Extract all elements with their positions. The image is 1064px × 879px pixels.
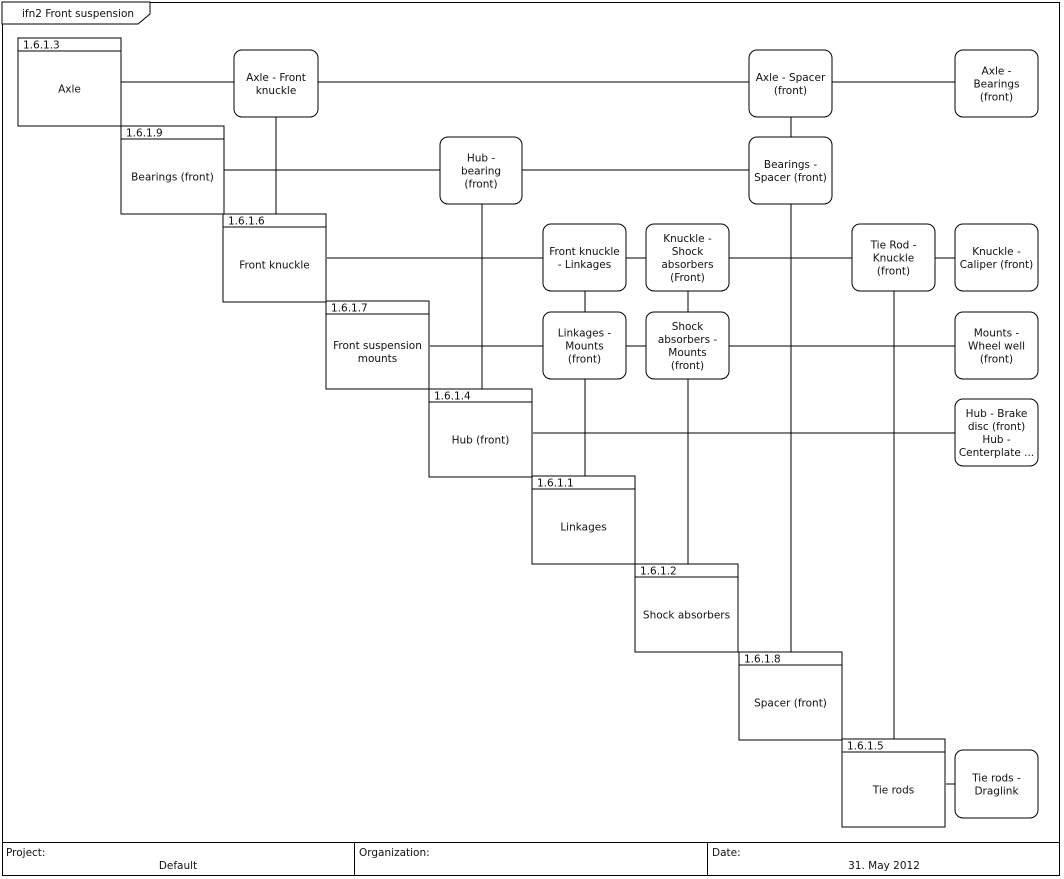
interface-label: Front knuckle [549, 246, 620, 258]
interface-label: Mounts [668, 347, 706, 359]
footer-date: Date: 31. May 2012 [708, 843, 1060, 876]
interface-label: Caliper (front) [960, 259, 1034, 271]
node-label: mounts [358, 353, 398, 365]
interface-label: Spacer (front) [754, 172, 827, 184]
interface-label: Draglink [974, 786, 1019, 798]
node-label: Front knuckle [239, 260, 310, 272]
footer-organization: Organization: [355, 843, 708, 876]
interface-label: absorbers [661, 259, 713, 271]
node-code: 1.6.1.3 [23, 40, 60, 52]
interface-label: Knuckle - [663, 233, 712, 245]
interface-label: (front) [464, 179, 497, 191]
interface-label: Hub - [982, 434, 1011, 446]
interface-label: - Linkages [558, 259, 611, 271]
interface-label: (front) [980, 354, 1013, 366]
interface-node-tierods_draglink[interactable]: Tie rods -Draglink [954, 749, 1039, 819]
interface-label: Mounts [565, 341, 603, 353]
interface-label: absorbers - [658, 334, 718, 346]
project-key: Project: [6, 847, 46, 859]
date-value: 31. May 2012 [848, 860, 920, 872]
interface-node-bearings_spacer[interactable]: Bearings -Spacer (front) [748, 136, 833, 205]
interface-label: (front) [774, 85, 807, 97]
interface-label: Axle - [982, 66, 1012, 78]
interface-label: Tie rods - [971, 773, 1021, 785]
interface-label: knuckle [256, 85, 297, 97]
interface-label: Bearings [973, 79, 1019, 91]
node-label: Linkages [560, 522, 606, 534]
date-key: Date: [712, 847, 741, 859]
diagram-title-tab: ifn2 Front suspension [1, 1, 151, 25]
node-label: Bearings (front) [131, 172, 214, 184]
interface-label: Axle - Spacer [756, 72, 826, 84]
node-label: Hub (front) [452, 435, 510, 447]
interface-node-knuckle_linkages[interactable]: Front knuckle- Linkages [542, 223, 627, 292]
interface-node-tierod_knuckle[interactable]: Tie Rod -Knuckle(front) [851, 223, 936, 292]
interface-label: Shock [672, 246, 705, 258]
interface-node-axle_bearings[interactable]: Axle -Bearings(front) [954, 49, 1039, 118]
interface-label: Linkages - [558, 328, 612, 340]
node-code: 1.6.1.7 [331, 303, 368, 315]
footer-project: Project: Default [2, 843, 355, 876]
node-label: Front suspension [333, 340, 422, 352]
interface-node-linkages_mounts[interactable]: Linkages -Mounts(front) [542, 311, 627, 380]
node-code: 1.6.1.6 [228, 216, 265, 228]
node-label: Tie rods [872, 785, 914, 797]
node-label: Shock absorbers [643, 610, 730, 622]
organization-key: Organization: [359, 847, 430, 859]
interface-label: bearing [461, 166, 501, 178]
node-label: Axle [58, 84, 81, 96]
node-code: 1.6.1.1 [537, 478, 574, 490]
interface-label: Hub - Brake [966, 408, 1028, 420]
interface-label: Tie Rod - [870, 240, 917, 252]
interface-node-hub_bearing[interactable]: Hub -bearing(front) [439, 136, 523, 205]
node-code: 1.6.1.4 [434, 391, 471, 403]
connector-lines [121, 81, 955, 785]
interface-label: Hub - [467, 153, 496, 165]
interface-node-axle_spacer[interactable]: Axle - Spacer(front) [748, 49, 833, 118]
interface-label: Wheel well [968, 341, 1025, 353]
node-code: 1.6.1.5 [847, 741, 884, 753]
interface-label: (Front) [670, 272, 705, 284]
footer-bar: Project: Default Organization: Date: 31.… [2, 842, 1060, 876]
node-code: 1.6.1.2 [640, 566, 677, 578]
interface-label: Bearings - [764, 159, 817, 171]
interface-label: disc (front) [968, 421, 1025, 433]
interface-label: Knuckle [873, 253, 914, 265]
interface-node-knuckle_caliper[interactable]: Knuckle -Caliper (front) [954, 223, 1039, 292]
interface-label: (front) [877, 266, 910, 278]
interface-label: Mounts - [974, 328, 1020, 340]
diagram-title: ifn2 Front suspension [22, 8, 134, 20]
interface-label: Axle - Front [246, 72, 306, 84]
node-code: 1.6.1.9 [126, 128, 163, 140]
interface-label: Centerplate ... [959, 447, 1034, 459]
interface-label: (front) [568, 354, 601, 366]
project-value: Default [158, 860, 198, 872]
node-code: 1.6.1.8 [744, 654, 781, 666]
interface-label: (front) [980, 92, 1013, 104]
interface-label: (front) [671, 360, 704, 372]
interface-node-mounts_wheelwell[interactable]: Mounts -Wheel well(front) [954, 311, 1039, 380]
node-label: Spacer (front) [754, 698, 827, 710]
interface-label: Shock [672, 321, 705, 333]
interface-label: Knuckle - [972, 246, 1021, 258]
